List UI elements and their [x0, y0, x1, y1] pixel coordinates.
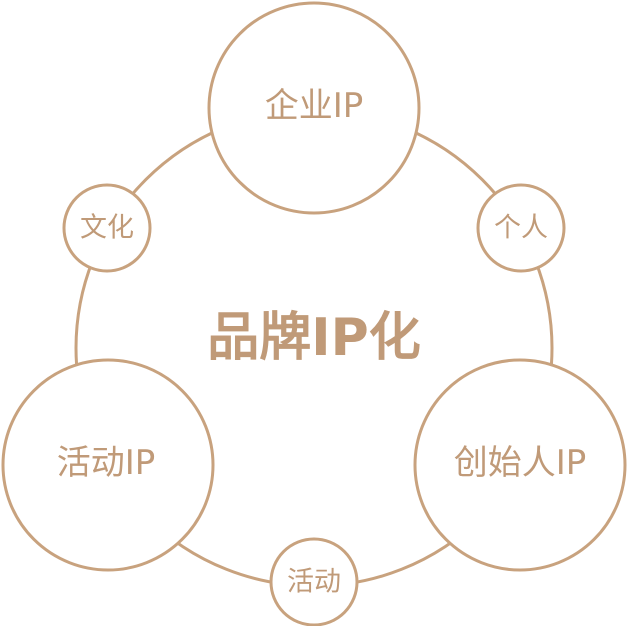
node-enterprise-ip: 企业IP — [207, 1, 421, 215]
node-culture-circle — [62, 183, 152, 273]
node-activity-circle — [269, 537, 359, 626]
node-event-ip-circle — [1, 358, 215, 572]
node-personal-label: 个人 — [494, 213, 548, 244]
node-personal: 个人 — [476, 183, 566, 273]
node-activity-label: 活动 — [287, 567, 341, 598]
node-founder-ip-label: 创始人IP — [454, 443, 587, 483]
node-activity: 活动 — [269, 537, 359, 626]
node-enterprise-ip-circle — [207, 1, 421, 215]
node-culture: 文化 — [62, 183, 152, 273]
node-culture-label: 文化 — [80, 213, 134, 244]
node-enterprise-ip-label: 企业IP — [265, 86, 364, 126]
node-founder-ip-circle — [413, 358, 627, 572]
center-title: 品牌IP化 — [207, 308, 420, 368]
node-event-ip: 活动IP — [1, 358, 215, 572]
node-personal-circle — [476, 183, 566, 273]
node-founder-ip: 创始人IP — [413, 358, 627, 572]
node-event-ip-label: 活动IP — [57, 443, 156, 483]
